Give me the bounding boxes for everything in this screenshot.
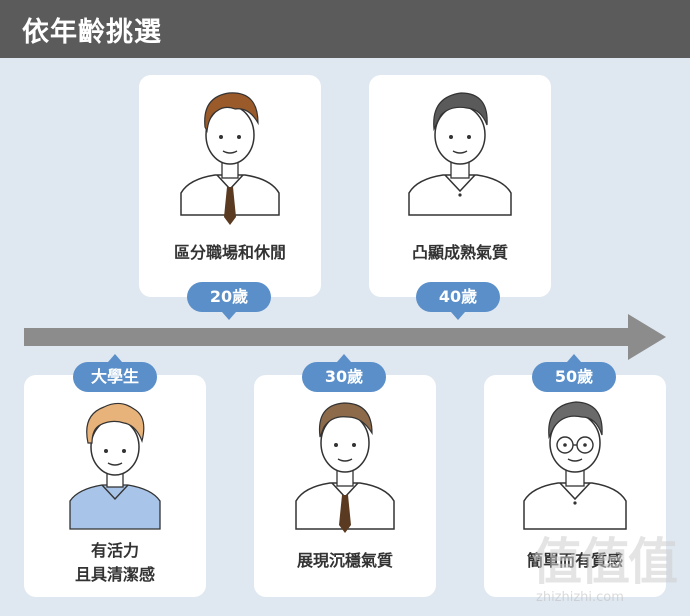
watermark: 值值值 zhizhizhi.com (530, 522, 690, 616)
man-illustration-age30 (295, 402, 395, 533)
stage-text-line: 簡單而有質感 (526, 551, 623, 570)
badge-pointer-age30 (337, 354, 351, 362)
page-title: 依年齡挑選 (22, 17, 162, 48)
man-illustration-age20 (180, 92, 280, 225)
man-illustration-age50 (523, 401, 627, 530)
stage-text-line: 有活力 (90, 541, 139, 560)
stage-card-age50: 簡單而有質感 (484, 375, 666, 597)
stage-text-line: 展現沉穩氣質 (296, 551, 393, 570)
stage-text-age30: 展現沉穩氣質 (254, 549, 436, 573)
stage-card-age20: 區分職場和休閒 (139, 75, 321, 297)
man-illustration-college (69, 402, 161, 530)
timeline-arrow-head (628, 314, 666, 360)
stage-text-age20: 區分職場和休閒 (139, 241, 321, 265)
header-bar: 依年齡挑選 (0, 0, 690, 58)
stage-text-age50: 簡單而有質感 (484, 549, 666, 573)
badge-pointer-age40 (451, 312, 465, 320)
watermark-logo-text: 值值值 (532, 533, 678, 591)
badge-pointer-age20 (222, 312, 236, 320)
badge-age20: 20歲 (187, 282, 271, 312)
stage-card-age30: 展現沉穩氣質 (254, 375, 436, 597)
stage-text-age40: 凸顯成熟氣質 (369, 241, 551, 265)
badge-age30: 30歲 (302, 362, 386, 392)
watermark-url: zhizhizhi.com (536, 590, 624, 605)
badge-pointer-college (108, 354, 122, 362)
badge-pointer-age50 (567, 354, 581, 362)
stage-text-college: 有活力 且具清潔感 (24, 539, 206, 587)
stage-text-line: 凸顯成熟氣質 (411, 243, 508, 262)
man-illustration-age40 (408, 92, 512, 216)
stage-card-age40: 凸顯成熟氣質 (369, 75, 551, 297)
badge-college: 大學生 (73, 362, 157, 392)
stage-text-line: 且具清潔感 (74, 565, 155, 584)
timeline-arrow-shaft (24, 328, 630, 346)
stage-card-college: 有活力 且具清潔感 (24, 375, 206, 597)
badge-age40: 40歲 (416, 282, 500, 312)
stage-text-line: 區分職場和休閒 (173, 243, 286, 262)
badge-age50: 50歲 (532, 362, 616, 392)
